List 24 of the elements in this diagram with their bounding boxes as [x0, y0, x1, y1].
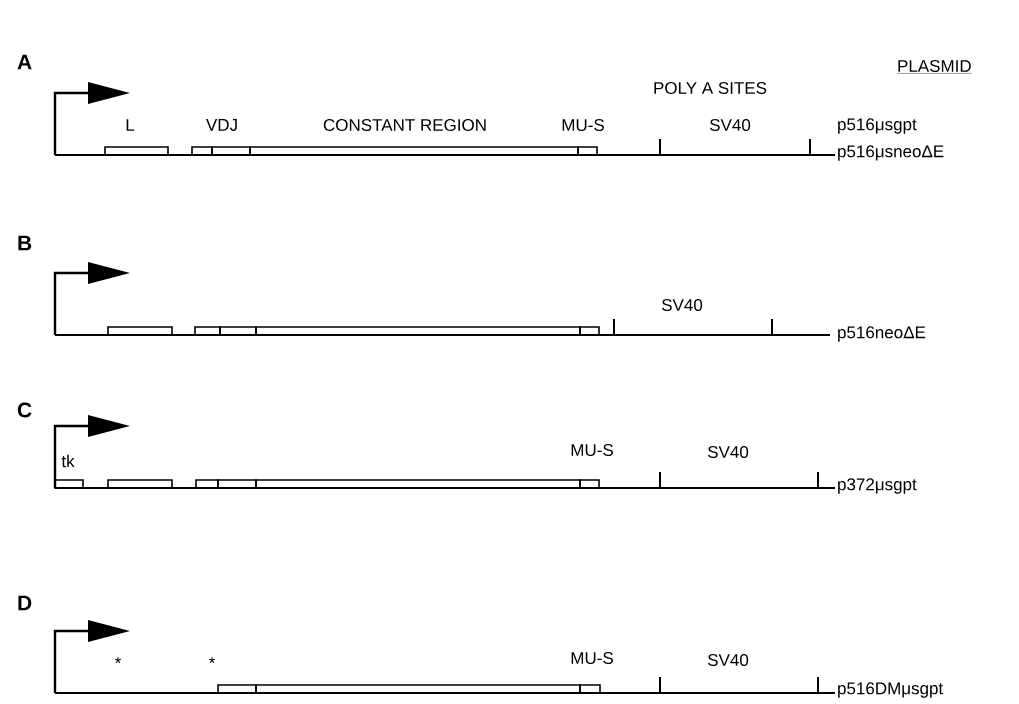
region-label: SV40 [710, 119, 751, 132]
panel-letter: A [17, 54, 32, 70]
column-heading: POLY A SITES [654, 82, 767, 95]
panel-letter: C [17, 402, 32, 418]
region-label: MU-S [571, 652, 613, 665]
region-label: CONSTANT REGION [323, 119, 486, 132]
region-label: SV40 [708, 446, 749, 459]
region-label: SV40 [662, 299, 703, 312]
panel-letter: B [18, 235, 32, 251]
plasmid-name: p516DMμsgpt [838, 682, 944, 698]
plasmid-name: p372μsgpt [838, 478, 917, 494]
mutation-mark: * [208, 657, 216, 664]
plasmid-name: p516neoΔE [838, 326, 926, 342]
column-heading: PLASMID [896, 60, 972, 74]
plasmid-name: p516μsgpt [838, 118, 917, 134]
region-label: L [126, 119, 135, 131]
region-label: SV40 [708, 654, 749, 667]
plasmid-name: p516μsneoΔE [838, 145, 944, 161]
region-label: MU-S [562, 119, 604, 132]
region-label: MU-S [571, 444, 613, 457]
panel-letter: D [18, 595, 32, 611]
mutation-mark: * [114, 657, 122, 664]
region-label: tk [61, 454, 75, 468]
region-label: VDJ [206, 119, 237, 131]
